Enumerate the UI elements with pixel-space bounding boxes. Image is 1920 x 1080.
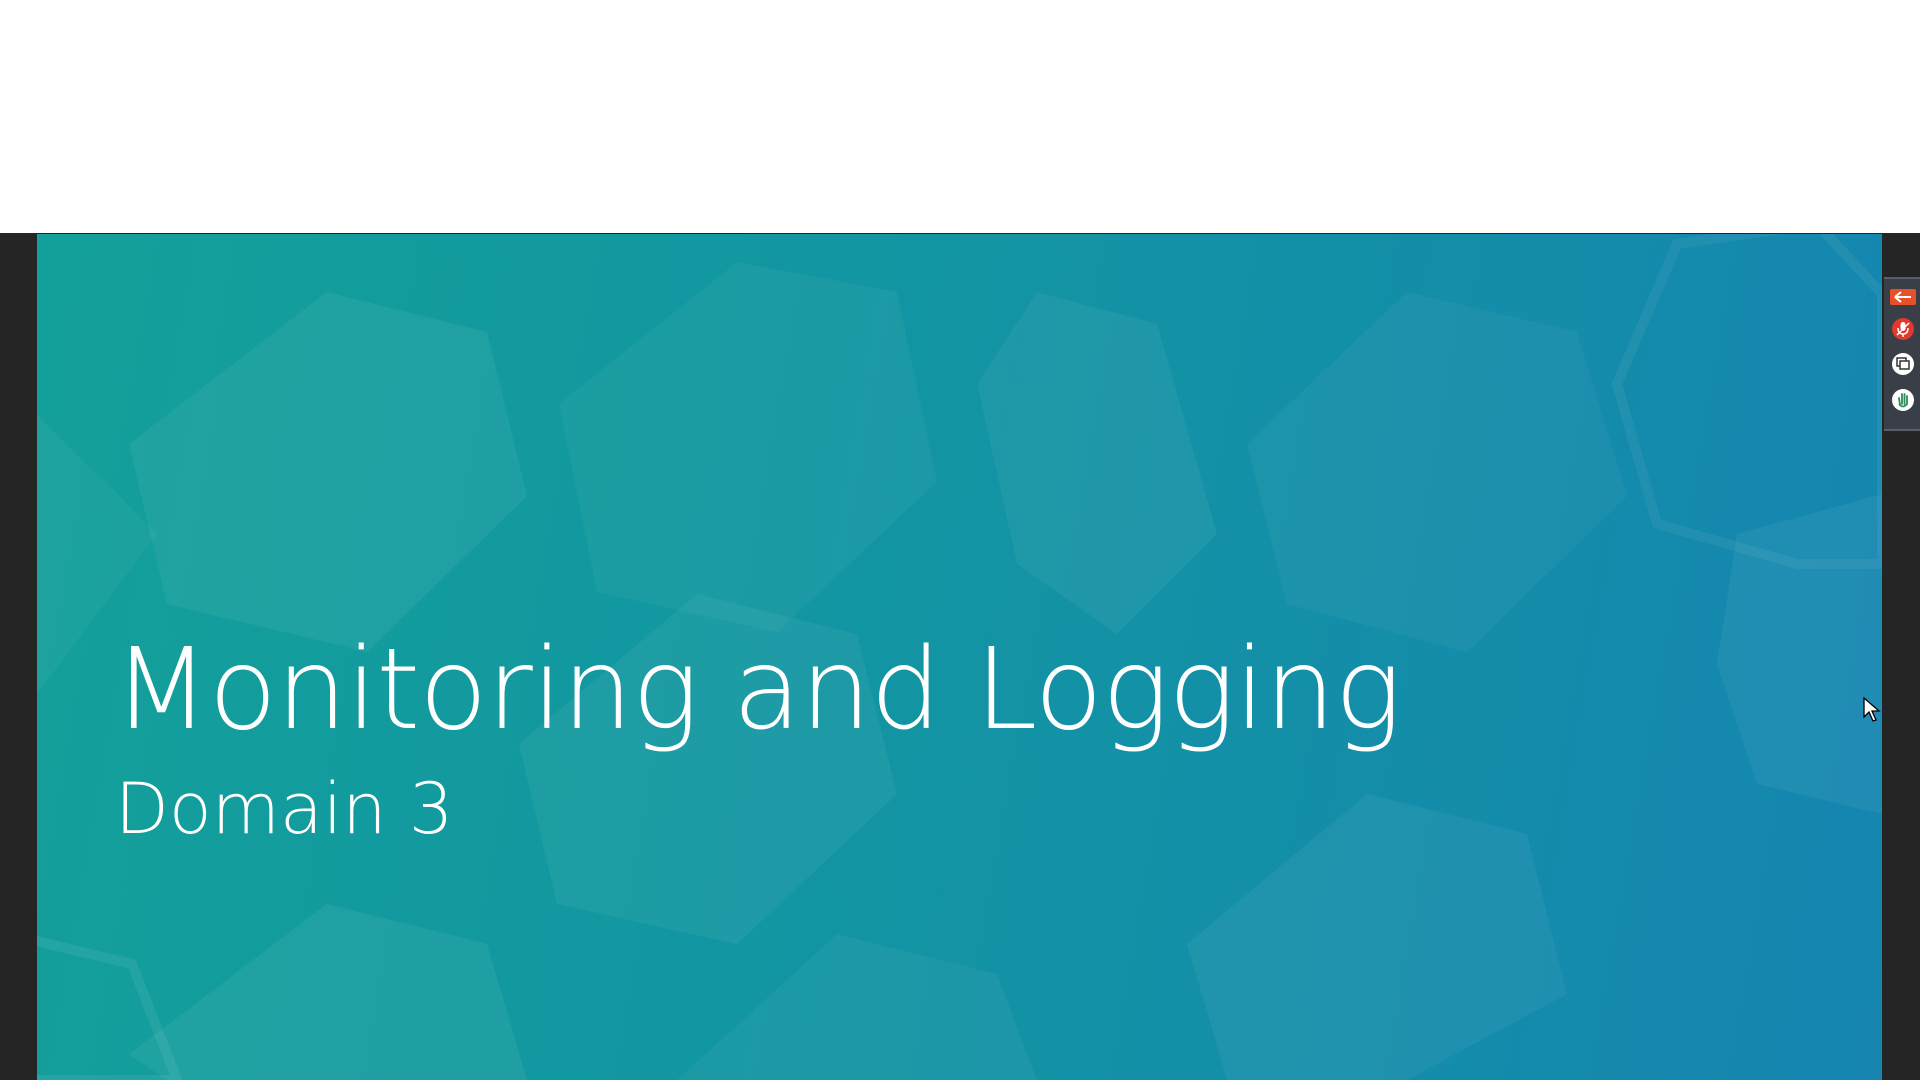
raise-hand-button[interactable] bbox=[1890, 387, 1916, 413]
mouse-cursor-icon bbox=[1863, 696, 1881, 727]
side-toolbar bbox=[1884, 277, 1920, 431]
back-arrow-icon bbox=[1894, 291, 1911, 303]
screen-share-button[interactable] bbox=[1890, 351, 1916, 377]
raise-hand-icon bbox=[1892, 389, 1914, 411]
back-button[interactable] bbox=[1890, 289, 1916, 305]
slide: Monitoring and Logging Domain 3 bbox=[37, 234, 1882, 1080]
slide-title: Monitoring and Logging bbox=[113, 625, 1402, 755]
microphone-button[interactable] bbox=[1890, 316, 1916, 342]
microphone-icon bbox=[1892, 318, 1914, 340]
screen-share-icon bbox=[1892, 353, 1914, 375]
hexagon-background bbox=[37, 234, 1882, 1080]
slide-subtitle: Domain 3 bbox=[115, 768, 454, 850]
presentation-viewer: Monitoring and Logging Domain 3 bbox=[0, 233, 1920, 1080]
blank-area bbox=[0, 0, 1920, 233]
